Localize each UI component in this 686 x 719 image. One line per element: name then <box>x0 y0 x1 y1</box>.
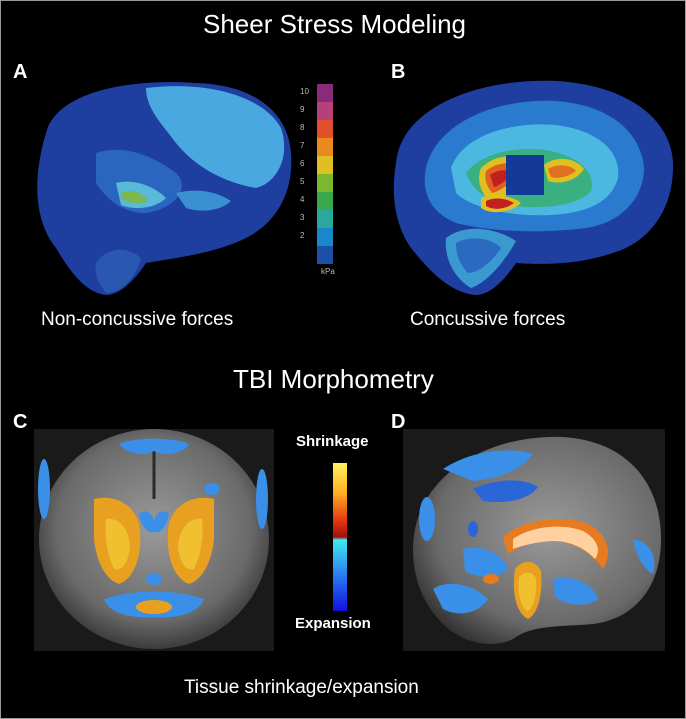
stress-scale-band <box>317 156 333 174</box>
brain-model-image-a <box>37 82 292 295</box>
legend-expansion-label: Expansion <box>295 615 371 632</box>
stress-scale-band <box>317 228 333 246</box>
stress-scale-band <box>317 210 333 228</box>
stress-scale-band <box>317 84 333 102</box>
scale-unit-label: kPa <box>321 267 335 276</box>
panel-label-c: C <box>13 411 28 433</box>
scale-tick-5: 5 <box>300 177 305 186</box>
scale-tick-4: 4 <box>300 195 305 204</box>
stress-scale-band <box>317 138 333 156</box>
brain-model-image-b <box>393 80 674 295</box>
panel-label-a: A <box>13 61 28 83</box>
scale-tick-2: 2 <box>300 231 305 240</box>
stress-scale-band <box>317 120 333 138</box>
panel-label-b: B <box>391 61 406 83</box>
scale-tick-7: 7 <box>300 141 305 150</box>
title-sheer-stress: Sheer Stress Modeling <box>203 9 467 39</box>
stress-scale-bar <box>317 84 333 264</box>
scale-tick-3: 3 <box>300 213 305 222</box>
scale-tick-6: 6 <box>300 159 305 168</box>
caption-tissue-shrinkage-expansion: Tissue shrinkage/expansion <box>184 677 419 698</box>
legend-shrinkage-label: Shrinkage <box>296 433 369 450</box>
stress-scale-band <box>317 246 333 264</box>
scale-tick-10: 10 <box>300 87 309 96</box>
scale-tick-8: 8 <box>300 123 305 132</box>
morphometry-colorbar <box>333 463 347 611</box>
title-tbi-morphometry: TBI Morphometry <box>233 364 434 394</box>
stress-scale-band <box>317 192 333 210</box>
caption-concussive: Concussive forces <box>410 309 566 330</box>
scale-tick-9: 9 <box>300 105 305 114</box>
mri-coronal-image-c <box>34 429 274 651</box>
stress-scale-band <box>317 102 333 120</box>
panel-label-d: D <box>391 411 406 433</box>
mri-sagittal-image-d <box>403 429 665 651</box>
caption-non-concussive: Non-concussive forces <box>41 309 234 330</box>
stress-scale-band <box>317 174 333 192</box>
